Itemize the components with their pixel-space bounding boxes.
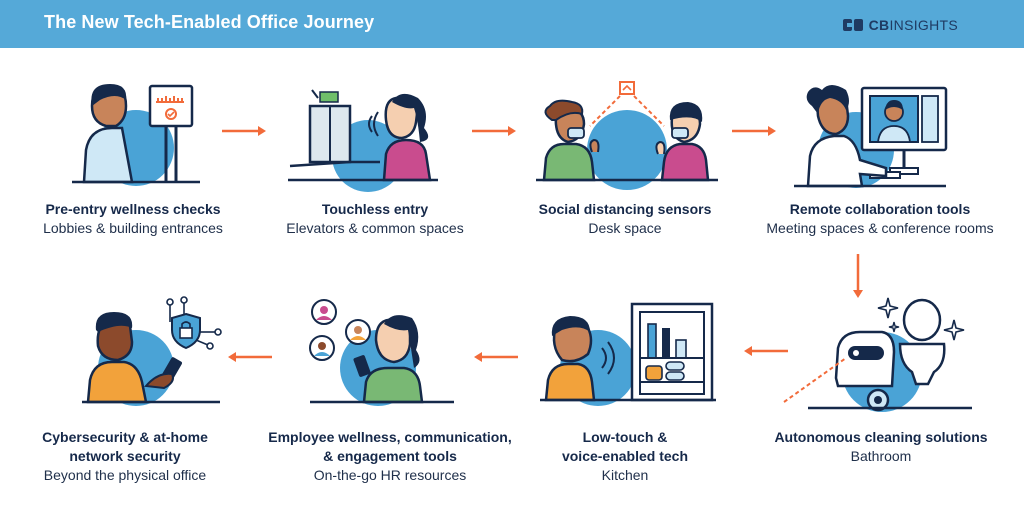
- header-bar: The New Tech-Enabled Office Journey CBIN…: [0, 0, 1024, 48]
- stage-8-caption: Cybersecurity & at-home network security…: [0, 428, 250, 485]
- stage-2-caption: Touchless entry Elevators & common space…: [250, 200, 500, 238]
- stage-2-subtitle: Elevators & common spaces: [286, 220, 464, 236]
- arrow-down-icon: [853, 254, 863, 298]
- cb-logo-icon: [842, 19, 863, 31]
- stage-2-title: Touchless entry: [321, 201, 429, 217]
- stage-7-caption: Employee wellness, communication, & enga…: [245, 428, 535, 485]
- stage-7-title-line1: Employee wellness, communication,: [268, 429, 512, 445]
- touchless-entry-illustration: [288, 89, 438, 192]
- page-title: The New Tech-Enabled Office Journey: [44, 12, 375, 32]
- arrow-right-icon: [732, 126, 776, 136]
- stage-7-title-line2: & engagement tools: [323, 448, 457, 464]
- cb-insights-logo: CBINSIGHTS: [842, 16, 958, 34]
- arrow-right-icon: [472, 126, 516, 136]
- social-distancing-illustration: [536, 81, 718, 190]
- stage-3-title: Social distancing sensors: [538, 201, 712, 217]
- stage-5-caption: Autonomous cleaning solutions Bathroom: [746, 428, 1016, 466]
- stage-6-subtitle: Kitchen: [601, 467, 649, 483]
- stage-6-caption: Low-touch & voice-enabled tech Kitchen: [520, 428, 730, 485]
- stage-4-caption: Remote collaboration tools Meeting space…: [740, 200, 1020, 238]
- stage-6-title-line1: Low-touch &: [582, 429, 668, 445]
- cybersecurity-illustration: [82, 296, 222, 406]
- stage-7-subtitle: On-the-go HR resources: [313, 467, 467, 483]
- remote-collaboration-illustration: [794, 85, 948, 188]
- voice-enabled-kitchen-illustration: [540, 302, 716, 406]
- stage-6-title-line2: voice-enabled tech: [561, 448, 689, 464]
- stage-5-subtitle: Bathroom: [850, 448, 912, 464]
- stage-3-caption: Social distancing sensors Desk space: [500, 200, 750, 238]
- stage-1-subtitle: Lobbies & building entrances: [43, 220, 223, 236]
- employee-engagement-illustration: [309, 299, 454, 406]
- arrow-right-icon: [222, 126, 266, 136]
- stage-1-caption: Pre-entry wellness checks Lobbies & buil…: [8, 200, 258, 238]
- stage-4-subtitle: Meeting spaces & conference rooms: [766, 220, 994, 236]
- arrow-left-icon: [228, 352, 272, 362]
- wellness-check-illustration: [72, 84, 200, 186]
- stage-8-subtitle: Beyond the physical office: [43, 467, 207, 483]
- logo-wordmark: CBINSIGHTS: [869, 17, 958, 33]
- autonomous-cleaning-illustration: [783, 297, 972, 412]
- stage-8-title-line2: network security: [69, 448, 181, 464]
- stage-3-subtitle: Desk space: [588, 220, 662, 236]
- stage-1-title: Pre-entry wellness checks: [45, 201, 221, 217]
- stage-4-title: Remote collaboration tools: [789, 201, 971, 217]
- logo-bold: CB: [868, 17, 890, 33]
- stage-8-title-line1: Cybersecurity & at-home: [42, 429, 208, 445]
- arrow-left-icon: [474, 352, 518, 362]
- arrow-left-icon: [744, 346, 788, 356]
- logo-rest: INSIGHTS: [889, 17, 958, 33]
- stage-5-title: Autonomous cleaning solutions: [774, 429, 988, 445]
